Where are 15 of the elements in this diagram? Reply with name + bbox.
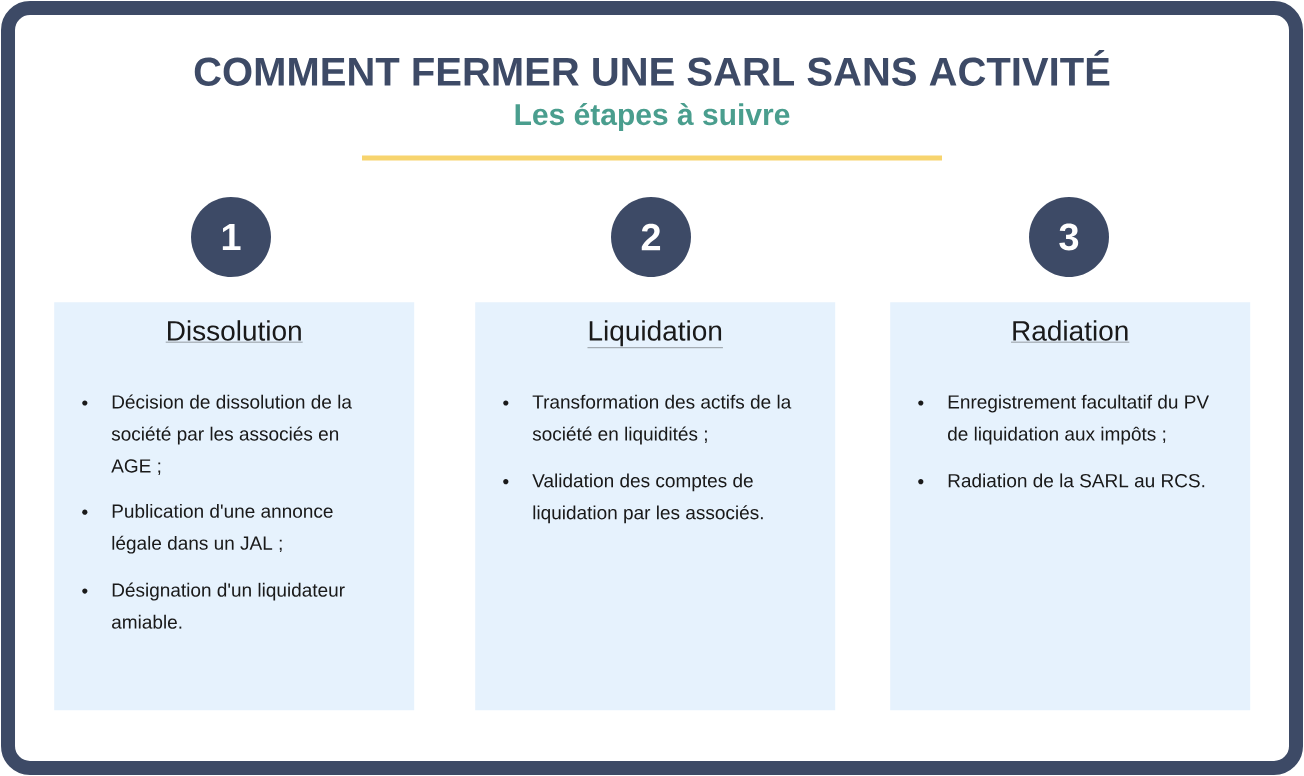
- subtitle: Les étapes à suivre: [515, 102, 790, 132]
- card-heading: Radiation: [1010, 320, 1130, 343]
- bullet-item: Validation des comptes de liquidation par les associés.: [503, 473, 763, 524]
- bullet-item: Publication d'une annonce légale dans un JAL ;: [82, 503, 333, 554]
- card-heading: Dissolution: [165, 320, 303, 343]
- step-card: [475, 302, 836, 711]
- card-heading: Liquidation: [587, 320, 724, 348]
- bullet-item: Enregistrement facultatif du PV de liquidation aux impôts ;: [918, 394, 1209, 445]
- bullet-item: Transformation des actifs de la société en liquidités ;: [503, 394, 792, 445]
- bullet-item: Désignation d'un liquidateur amiable.: [82, 582, 345, 629]
- title: COMMENT FERMER UNE SARL SANS ACTIVITÉ: [194, 50, 1110, 86]
- bullet-item: Radiation de la SARL au RCS.: [918, 473, 1205, 488]
- step-card: [890, 302, 1251, 711]
- step-card: [54, 302, 415, 711]
- bullet-item: Décision de dissolution de la société par les associés en AGE ;: [82, 394, 352, 475]
